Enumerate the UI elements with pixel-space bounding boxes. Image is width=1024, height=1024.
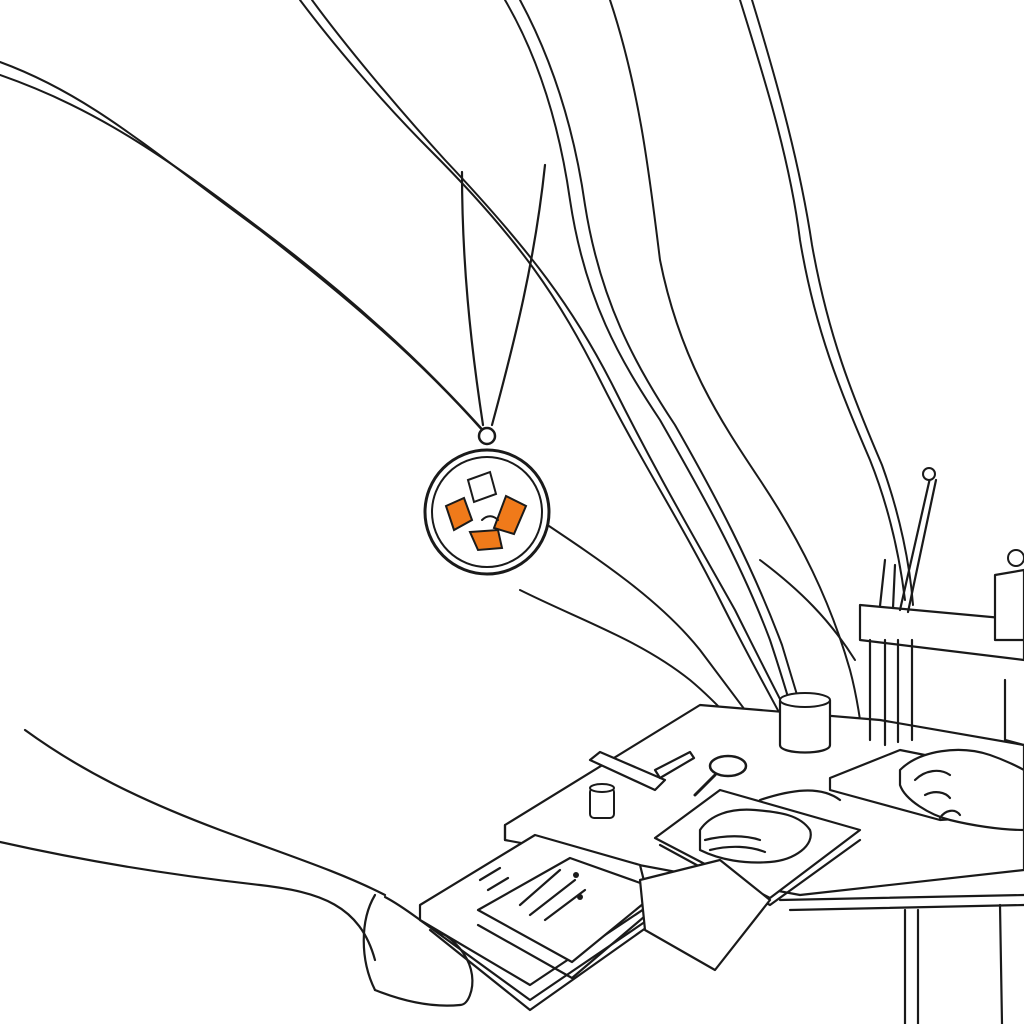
left-arm: [0, 728, 474, 1007]
medal-icon: [423, 163, 551, 576]
right-hand: [898, 748, 1024, 832]
sleeve: [638, 858, 772, 972]
desk-stand: [858, 467, 1024, 747]
hanging-wires: [0, 0, 914, 801]
broken-chain-link-icon: [444, 470, 528, 552]
center-hand: [698, 789, 842, 864]
magnifying-glass-icon: [693, 754, 748, 797]
book-stack: [418, 833, 662, 1012]
